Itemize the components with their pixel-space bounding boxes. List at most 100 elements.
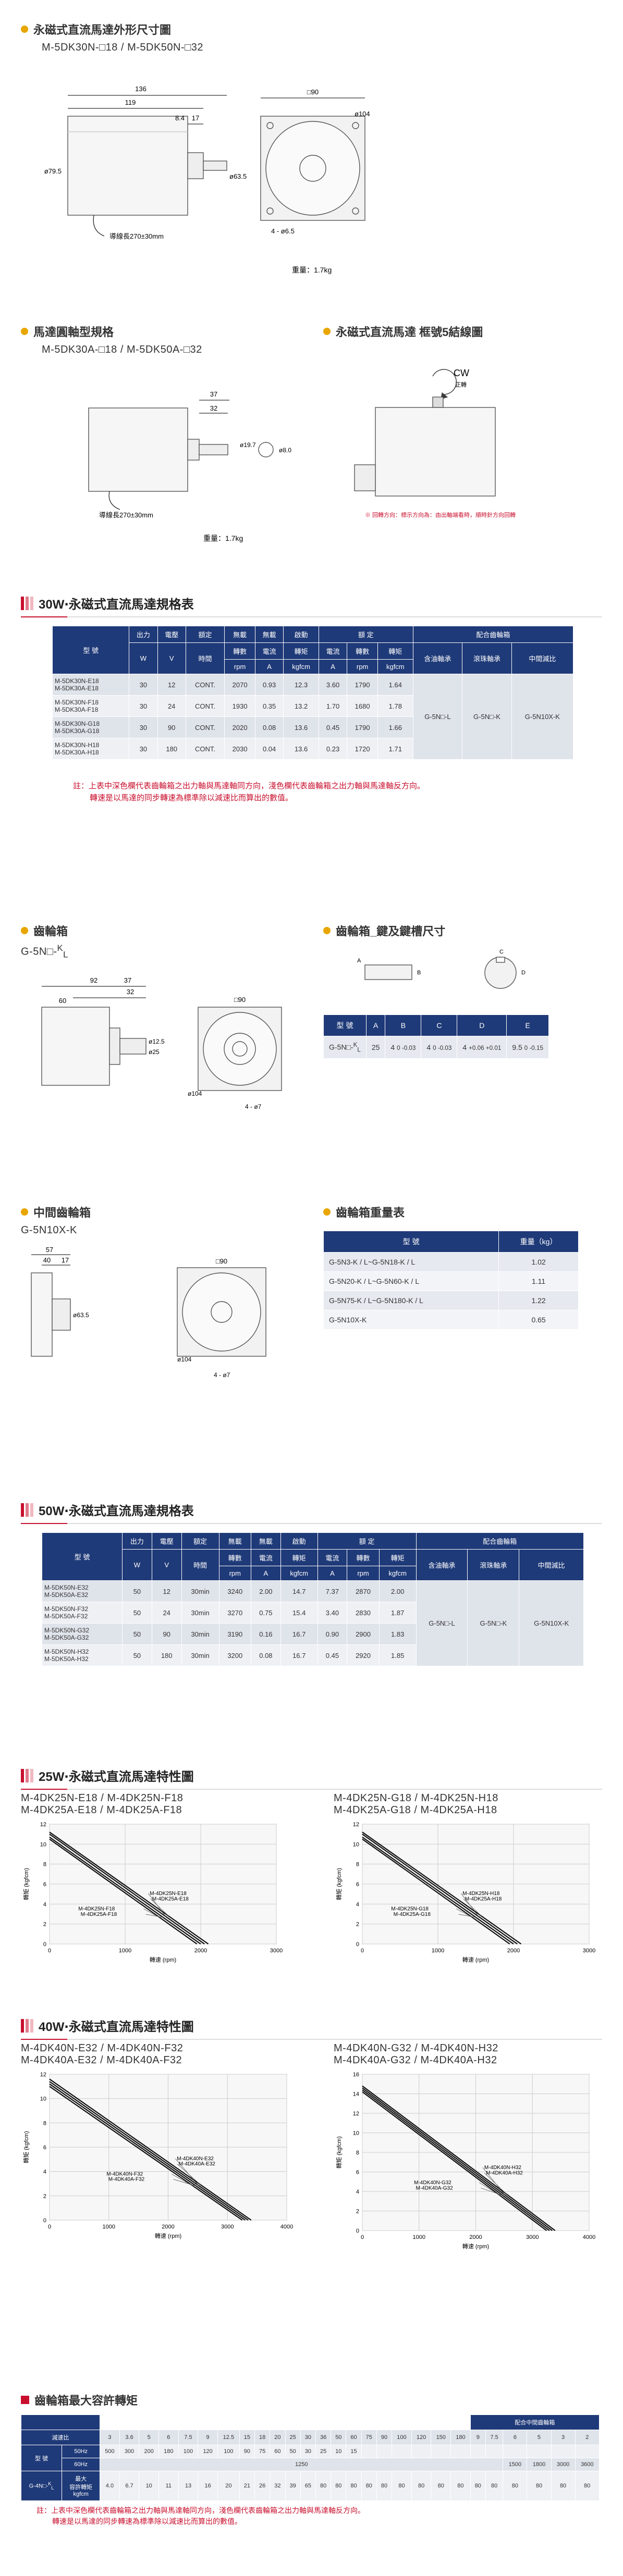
th-voltage: 電壓 [157,626,186,643]
tq-spacer [20,2414,101,2430]
tq-cell: 6.7 [119,2471,140,2501]
series-line [362,1838,510,1945]
th-model: 型 號 [52,626,130,674]
tq-cell: 3600 [575,2458,600,2471]
spec-model: M-5DK30A-F18 [55,706,99,713]
series-label: M-4DK25N-E18 [150,1891,187,1897]
spec-cell: 30min [181,1602,219,1624]
tq-cell: 180 [158,2445,179,2458]
key-val: 4 [390,1043,395,1052]
spec-cell: 180 [151,1644,182,1666]
spec-cell: 30 [129,695,158,717]
spec-cell: 1720 [347,738,378,760]
key-th: D [457,1014,507,1036]
tq-cell: 90 [239,2445,255,2458]
spec-cell: 0.93 [254,674,284,696]
tq-cell: 2 [575,2430,600,2445]
tq-cell: 1800 [527,2458,552,2471]
tq-cell [450,2445,471,2458]
section-30w-spec: 30W‧永磁式直流馬達規格表 型 號 出力 電壓 額定 無載 無載 啟動 額 定… [0,594,623,804]
th-noload: 無載 [218,1532,252,1550]
tq-cell: 型 號 [20,2445,63,2471]
y-tick-label: 2 [43,2193,46,2199]
series-line [362,1831,522,1945]
series-label: M-4DK40N-F32 [106,2171,143,2177]
series-line [362,2089,550,2231]
tq-cell: 60Hz [62,2458,101,2471]
th-unit: rpm [347,1566,380,1581]
th-v: V [157,642,186,674]
dim-holes: 4 - ø7 [245,1103,262,1110]
dim-dia12: ø12.5 [149,1038,165,1045]
torque-title: 齒輪箱最大容許轉矩 [21,2392,602,2408]
tq-cell: 9 [198,2430,218,2445]
spec-cell: 15.4 [280,1602,318,1624]
bullet-icon [323,1208,331,1216]
dim-17: 17 [192,114,199,122]
spec-cell: 30min [181,1580,219,1602]
x-tick-label: 2000 [194,1948,207,1954]
mid-gearbox-model: G-5N10X-K [21,1224,77,1236]
th-oil: 含油軸承 [412,642,463,674]
th-speed: 轉數 [224,642,255,660]
x-tick-label: 1000 [103,2224,115,2230]
bullet-icon [21,328,28,335]
dim-136: 136 [135,85,146,93]
cw-label: CW [454,368,469,378]
tq-cell: 3.6 [119,2430,140,2445]
cw-sub-label: 正轉 [455,381,467,388]
motor-weight: 重量：1.7kg [292,266,332,274]
series-label: M-4DK25N-G18 [391,1906,429,1912]
mid-gearbox-drawing: 57 40 17 ø63.5 □90 ø104 4 - ø7 [31,1246,266,1379]
title-rule [21,616,602,617]
spec-cell: 180 [157,738,186,760]
round-lead-length: 導線長270±30mm [99,511,153,519]
spec-50w-title: 50W‧永磁式直流馬達規格表 [21,1501,602,1519]
spec-gear-cell: G-5N□-K [467,1580,520,1666]
spec-model: M-5DK50N-H32 [44,1648,89,1655]
th-w: W [129,642,158,674]
y-tick-label: 2 [43,1922,46,1928]
th-gearbox: 配合齒輪箱 [416,1532,584,1550]
key-model-text: G-5N□- [329,1043,353,1051]
dim-holes: 4 - ø7 [214,1371,230,1379]
section-40w-charts: 40W‧永磁式直流馬達特性圖 M-4DK40N-E32 / M-4DK40N-F… [0,2016,623,2250]
series-label: M-4DK25A-G18 [394,1912,431,1917]
series-label-leader [458,1914,476,1918]
spec-cell: 2020 [224,716,255,738]
x-tick-label: 3000 [270,1948,283,1954]
tq-cell: 最大 [75,2476,87,2482]
tq-cell: G-4N□- [29,2483,48,2490]
y-tick-label: 4 [356,1901,359,1908]
spec-model: M-5DK50N-G32 [44,1627,90,1634]
x-axis-label: 轉速 (rpm) [462,1956,489,1963]
dim-dia63: ø63.5 [73,1311,89,1319]
spec-model: M-5DK50A-H32 [44,1655,89,1663]
th-speed: 轉數 [218,1549,252,1566]
dim-dia8: ø8.0 [279,447,291,454]
weight-value: 1.22 [498,1291,579,1310]
spec-cell: 0.75 [251,1602,281,1624]
spec-cell: 2830 [347,1602,380,1624]
x-tick-label: 4000 [583,2234,595,2240]
x-tick-label: 2000 [507,1948,520,1954]
title-bars-icon [21,1768,33,1782]
x-tick-label: 0 [48,2224,51,2230]
spec-note: 註：上表中深色欄代表齒輪箱之出力軸與馬達軸同方向，淺色欄代表齒輪箱之出力軸與馬達… [73,781,602,804]
tq-cell: 15 [346,2445,362,2458]
tq-cell: 36 [315,2430,332,2445]
spec-cell: 1.64 [377,674,413,696]
series-line [49,1837,201,1945]
th-unit: A [317,1566,348,1581]
spec-cell: 0.35 [254,695,284,717]
series-line [49,2083,246,2221]
th-voltage: 電壓 [151,1532,182,1550]
weight-model: G-5N75-K / L~G-5N180-K / L [323,1291,499,1310]
th-unit: rpm [224,659,255,674]
y-tick-label: 12 [353,2111,359,2117]
